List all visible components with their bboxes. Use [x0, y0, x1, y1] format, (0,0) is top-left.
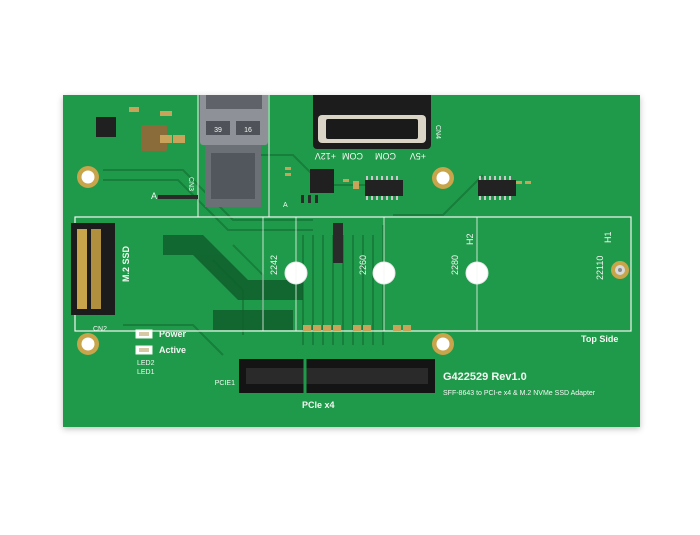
ic-chip [478, 176, 516, 200]
power-led [135, 329, 153, 339]
power-pin-label: +5V [410, 151, 426, 161]
activity-led-label: Active [159, 345, 186, 355]
sff-8643-connector: 39 16 [197, 86, 270, 218]
pcie-x4-slot [239, 359, 435, 393]
hole-label: H2 [465, 233, 475, 245]
m2-label: M.2 SSD [121, 245, 131, 282]
power-connector-designator: CN4 [434, 125, 441, 139]
inductor [141, 125, 167, 151]
m2-standoff-22110 [611, 261, 629, 279]
standoff-size-label: 2260 [358, 255, 368, 275]
activity-led [135, 345, 153, 355]
power-pin-label: +12V [315, 151, 336, 161]
power-pin-label: COM [342, 151, 363, 161]
led-designator: LED2 [137, 360, 155, 367]
standoff-size-label: 22110 [595, 256, 605, 280]
sff-pin-label: 39 [214, 127, 222, 134]
pcb-adapter-board: 39 16 CN3 A CN4 +5V COM COM +12V [63, 86, 640, 427]
sff-designator: CN3 [187, 177, 194, 191]
m2-connector [71, 223, 115, 315]
power-led-label: Power [159, 329, 187, 339]
ic-chip [365, 176, 403, 200]
ic-chip [310, 169, 334, 193]
m2-designator: CN2 [93, 326, 107, 333]
ic-chip [96, 117, 116, 137]
sff-pin-label: 16 [244, 127, 252, 134]
pcie-designator: PCIE1 [215, 380, 235, 387]
top-side-label: Top Side [581, 334, 618, 344]
mounting-hole [77, 166, 99, 188]
description-label: SFF-8643 to PCI-e x4 & M.2 NVMe SSD Adap… [443, 390, 596, 397]
hole-label: H1 [603, 231, 613, 243]
mounting-hole [77, 333, 99, 355]
standoff-size-label: 2280 [450, 255, 460, 275]
mounting-hole [432, 333, 454, 355]
led-designator: LED1 [137, 369, 155, 376]
silk-mark: A [151, 191, 157, 201]
silk-mark: A [283, 202, 288, 209]
standoff-size-label: 2242 [269, 255, 279, 275]
model-label: G422529 Rev1.0 [443, 371, 527, 383]
power-connector [313, 87, 431, 149]
pcie-label: PCIe x4 [302, 400, 335, 410]
mounting-hole [432, 167, 454, 189]
power-pin-label: COM [375, 151, 396, 161]
